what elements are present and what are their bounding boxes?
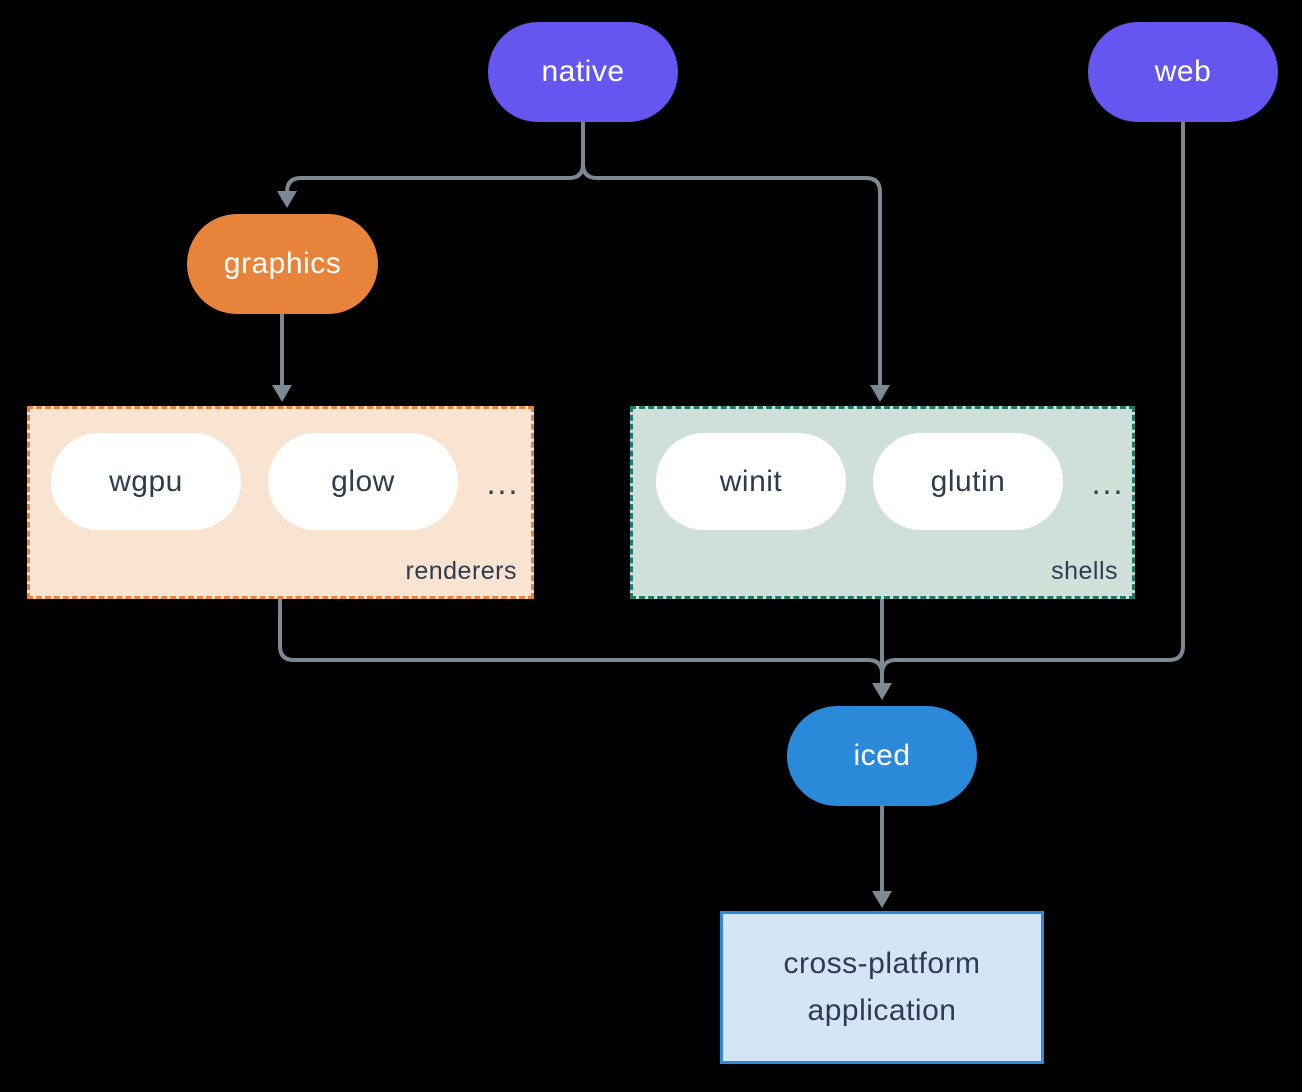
node-glow-label: glow <box>331 464 395 498</box>
arrowhead-application <box>872 891 892 908</box>
node-iced-label: iced <box>853 739 911 772</box>
arrowhead-shells <box>870 385 890 402</box>
edge-native-graphics <box>285 122 585 193</box>
edge-renderers-iced <box>278 599 884 683</box>
node-cross-platform-application: cross-platform application <box>720 911 1044 1064</box>
arrowhead-iced <box>872 683 892 700</box>
node-graphics-label: graphics <box>223 247 342 280</box>
arrowhead-renderers <box>272 385 292 402</box>
node-iced: iced <box>787 706 977 806</box>
node-glow: glow <box>268 433 458 530</box>
renderers-group-label: renderers <box>405 557 517 585</box>
node-graphics: graphics <box>187 214 378 314</box>
shells-group-label: shells <box>1051 557 1118 585</box>
renderers-ellipsis: ... <box>486 465 520 501</box>
node-winit: winit <box>656 433 846 530</box>
node-wgpu-label: wgpu <box>109 464 183 498</box>
group-shells: winit glutin ... shells <box>630 406 1135 599</box>
node-winit-label: winit <box>719 464 783 498</box>
node-web-label: web <box>1154 55 1212 88</box>
shells-ellipsis: ... <box>1091 465 1125 501</box>
node-cross-platform-application-label: cross-platform application <box>783 947 981 1027</box>
group-renderers: wgpu glow ... renderers <box>27 406 534 599</box>
node-native-label: native <box>541 55 625 88</box>
arrowhead-graphics <box>277 191 297 208</box>
node-native: native <box>488 22 678 122</box>
node-web: web <box>1088 22 1278 122</box>
node-glutin-label: glutin <box>930 464 1006 498</box>
node-glutin: glutin <box>873 433 1063 530</box>
node-wgpu: wgpu <box>51 433 241 530</box>
edge-native-shells <box>581 122 882 385</box>
